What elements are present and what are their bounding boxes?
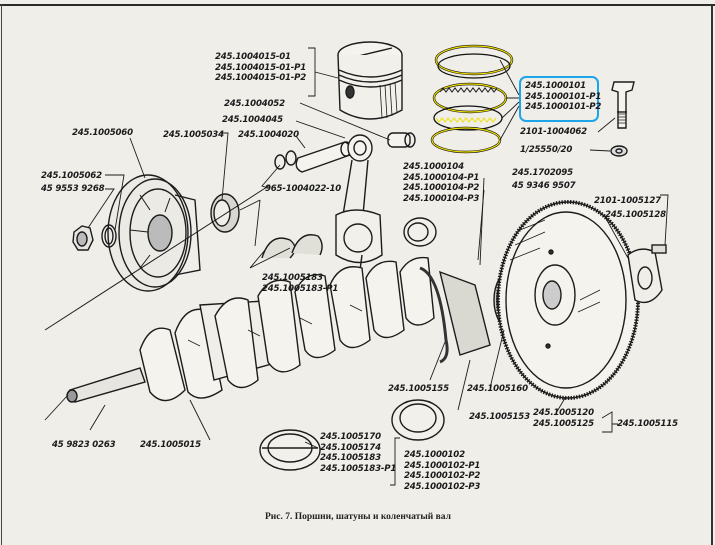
label-rod-bearing[interactable]: 245.1000104 245.1000104-P1 245.1000104-P… xyxy=(403,162,479,204)
part-number: 245.1000102 xyxy=(404,450,465,460)
rod-bearing-shell-drawing xyxy=(403,217,437,247)
label-main-bearing[interactable]: 245.1005170 245.1005174 245.1005183 245.… xyxy=(320,432,396,474)
label-flywheel-assembly[interactable]: 245.1005115 xyxy=(617,419,678,429)
label-crankshaft[interactable]: 245.1005015 xyxy=(140,440,201,450)
label-pin-ring[interactable]: 245.1004020 xyxy=(238,130,299,140)
part-number: 245.1000104-P3 xyxy=(403,193,480,204)
label-circlip[interactable]: 965-1004022-10 xyxy=(265,184,342,194)
label-rear-seal[interactable]: 245.1005155 xyxy=(388,384,449,394)
label-seal-holder[interactable]: 245.1005160 xyxy=(467,384,528,394)
label-crank-pin-key[interactable]: 45 9823 0263 xyxy=(52,440,116,450)
circlip-drawing xyxy=(274,150,297,170)
part-number: 245.1000101 xyxy=(525,81,586,91)
label-piston-pin-bushing[interactable]: 245.1004052 xyxy=(224,99,285,109)
label-pulley[interactable]: 245.1005060 xyxy=(72,128,133,138)
part-number: 245.1005183 xyxy=(262,273,323,283)
label-piston-rings[interactable]: 245.1000101 245.1000101-P1 245.1000101-P… xyxy=(525,81,601,113)
page-border-left xyxy=(1,4,2,545)
piston-drawing xyxy=(337,41,403,120)
label-flywheel[interactable]: 245.1005120 245.1005125 xyxy=(533,408,594,429)
part-number: 245.1005183-P1 xyxy=(262,283,339,294)
part-number: 245.1000102-P1 xyxy=(404,460,481,471)
part-number: 245.1000101-P2 xyxy=(525,102,602,112)
part-number: 245.1000102-P2 xyxy=(404,471,481,481)
main-bearing-shell-left-drawing xyxy=(259,429,321,471)
piston-rings-drawing xyxy=(430,44,520,154)
label-thrust-half-rings[interactable]: 245.1005183 245.1005183-P1 xyxy=(262,273,338,294)
label-bushing-1702095[interactable]: 245.1702095 xyxy=(512,168,573,178)
label-flywheel-plate[interactable]: 245.1005128 xyxy=(605,210,666,220)
rod-bolt-drawing xyxy=(610,81,635,157)
flywheel-plate-drawing xyxy=(627,244,667,304)
part-number: 245.1004015-01 xyxy=(215,52,291,62)
part-number: 245.1000104 xyxy=(403,162,464,172)
part-number: 245.1005170 xyxy=(320,432,381,442)
label-pulley-washer[interactable]: 245.1005062 xyxy=(41,171,102,181)
crankshaft-drawing xyxy=(66,256,491,403)
page-border-right xyxy=(711,4,713,545)
label-gasket[interactable]: 245.1005153 xyxy=(469,412,530,422)
part-number: 245.1004015-01-P1 xyxy=(215,62,307,73)
part-number: 245.1005125 xyxy=(533,418,594,429)
label-rod-nut[interactable]: 1/25550/20 xyxy=(520,145,573,155)
figure-caption: Рис. 7. Поршни, шатуны и коленчатый вал xyxy=(265,512,451,522)
label-flywheel-bolt[interactable]: 2101-1005127 xyxy=(594,196,661,206)
label-piston-pin[interactable]: 245.1004045 xyxy=(222,115,283,125)
crank-pulley-drawing xyxy=(107,174,201,292)
front-seal-drawing xyxy=(210,193,240,233)
leader-lines xyxy=(44,47,669,486)
rings-highlight-box xyxy=(519,76,599,122)
flywheel-drawing xyxy=(496,200,640,400)
main-bearing-shell-right-drawing xyxy=(391,399,445,441)
pulley-nut-drawing xyxy=(72,224,117,251)
label-piston[interactable]: 245.1004015-01 245.1004015-01-P1 245.100… xyxy=(215,52,306,84)
label-pulley-nut[interactable]: 45 9553 9268 xyxy=(41,184,105,194)
part-number: 245.1005174 xyxy=(320,442,381,453)
part-number: 245.1005183-P1 xyxy=(320,463,397,474)
label-rod-bolt[interactable]: 2101-1004062 xyxy=(520,127,587,137)
part-number: 245.1000102-P3 xyxy=(404,481,481,492)
part-number: 245.1005183 xyxy=(320,453,381,463)
thrust-half-rings-drawing xyxy=(261,234,323,259)
pin-bushing-drawing xyxy=(387,132,416,148)
part-number: 245.1000104-P1 xyxy=(403,172,480,183)
part-number: 245.1000101-P1 xyxy=(525,91,602,102)
part-number: 245.1000104-P2 xyxy=(403,183,480,193)
label-main-bearing-shells[interactable]: 245.1000102 245.1000102-P1 245.1000102-P… xyxy=(404,450,480,492)
part-number: 245.1005120 xyxy=(533,408,594,418)
part-number: 245.1004015-01-P2 xyxy=(215,73,307,83)
label-seal-9346[interactable]: 45 9346 9507 xyxy=(512,181,576,191)
page-border-top xyxy=(0,4,715,6)
connecting-rod-drawing xyxy=(335,134,383,271)
label-front-seal[interactable]: 245.1005034 xyxy=(163,130,224,140)
